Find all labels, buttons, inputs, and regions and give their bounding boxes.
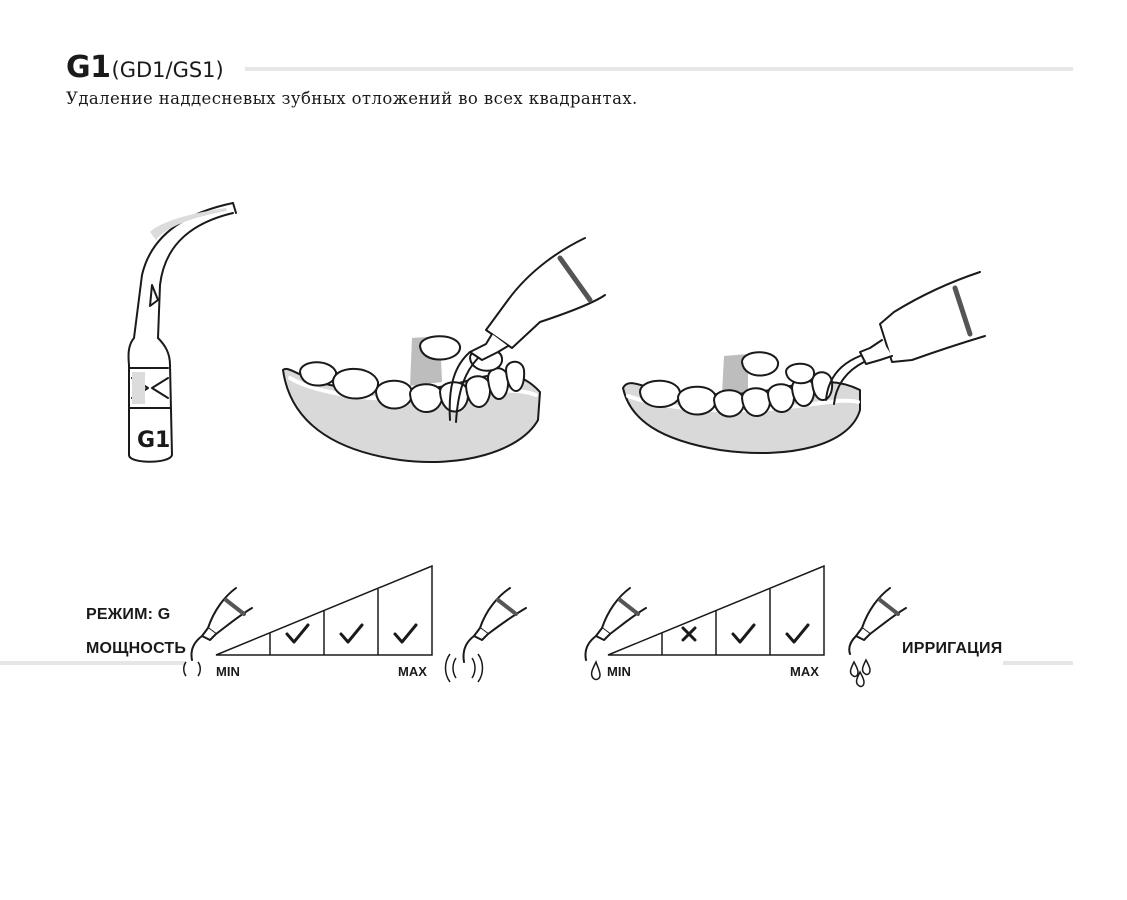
tip-variants: (GD1/GS1)	[111, 58, 224, 82]
vibration-icon	[444, 653, 484, 683]
tip-description: Удаление наддесневых зубных отложений во…	[66, 89, 638, 108]
mode-label: РЕЖИМ: G	[86, 606, 171, 623]
check-mark-icon	[731, 623, 756, 644]
tip-code: G1	[66, 50, 111, 85]
tip-label: G1	[137, 428, 171, 453]
power-max-label: MAX	[398, 664, 427, 679]
footer-divider-left	[0, 661, 186, 665]
page-title: G1(GD1/GS1)	[66, 50, 224, 85]
check-mark-icon	[785, 623, 810, 644]
power-min-label: MIN	[216, 664, 240, 679]
water-drop-icon	[849, 658, 871, 688]
check-mark-icon	[339, 623, 364, 644]
footer-divider-right	[1003, 661, 1073, 665]
check-mark-icon	[285, 623, 310, 644]
irrigation-max-label: MAX	[790, 664, 819, 679]
cross-mark-icon	[681, 626, 697, 642]
irrigation-min-label: MIN	[607, 664, 631, 679]
header-divider	[245, 67, 1073, 71]
vibration-icon	[183, 661, 201, 677]
irrigation-label: ИРРИГАЦИЯ	[902, 640, 1003, 657]
power-label: МОЩНОСТЬ	[86, 640, 187, 657]
water-drop-icon	[590, 660, 601, 681]
check-mark-icon	[393, 623, 418, 644]
